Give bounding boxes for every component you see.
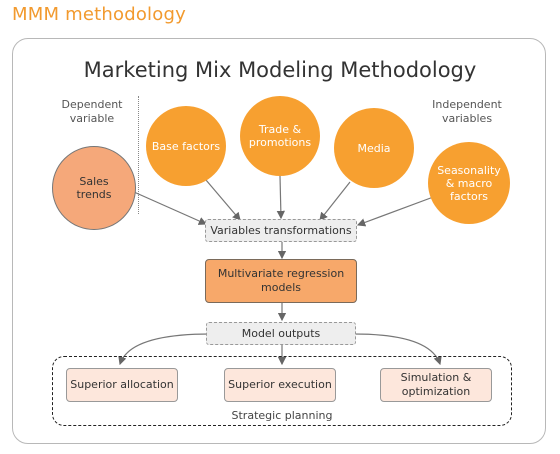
diagram-title: Marketing Mix Modeling Methodology — [83, 58, 477, 82]
dependent-variable-label: Dependent variable — [61, 98, 123, 125]
arrow-sales-to-transform — [133, 191, 208, 225]
sales-trends-label: Sales trends — [76, 175, 112, 201]
trade-promotions-label: Trade & promotions — [248, 123, 312, 149]
regression-models-box: Multivariate regression models — [205, 259, 357, 303]
simulation-optimization-label: Simulation & optimization — [400, 371, 472, 398]
divider-line — [138, 96, 139, 214]
arrow-outputs-to-allocation — [118, 333, 211, 366]
superior-allocation-box: Superior allocation — [66, 368, 178, 402]
simulation-optimization-box: Simulation & optimization — [380, 368, 492, 402]
media-label: Media — [357, 141, 391, 155]
independent-variables-label: Independent variables — [432, 98, 502, 125]
page-header: MMM methodology — [12, 4, 186, 25]
seasonality-node: Seasonality & macro factors — [428, 142, 510, 224]
media-node: Media — [334, 108, 414, 188]
variables-transformations-box: Variables transformations — [205, 219, 357, 242]
base-factors-label: Base factors — [151, 139, 221, 153]
model-outputs-label: Model outputs — [241, 326, 321, 340]
arrow-seasonality-to-transform — [356, 195, 437, 227]
seasonality-label: Seasonality & macro factors — [437, 163, 501, 203]
regression-models-label: Multivariate regression models — [217, 267, 345, 294]
variables-transformations-label: Variables transformations — [210, 223, 352, 237]
superior-execution-box: Superior execution — [224, 368, 336, 402]
strategic-planning-label: Strategic planning — [231, 409, 333, 422]
superior-allocation-label: Superior allocation — [70, 378, 174, 391]
superior-execution-label: Superior execution — [228, 378, 332, 391]
sales-trends-node: Sales trends — [52, 146, 136, 230]
base-factors-node: Base factors — [146, 106, 226, 186]
arrow-media-to-transform — [319, 181, 351, 221]
strategic-planning-group — [52, 356, 512, 426]
trade-promotions-node: Trade & promotions — [240, 96, 320, 176]
model-outputs-box: Model outputs — [206, 322, 356, 345]
arrow-outputs-to-simulation — [353, 333, 442, 366]
arrow-base-to-transform — [205, 179, 241, 221]
arrow-trade-to-transform — [276, 175, 286, 220]
